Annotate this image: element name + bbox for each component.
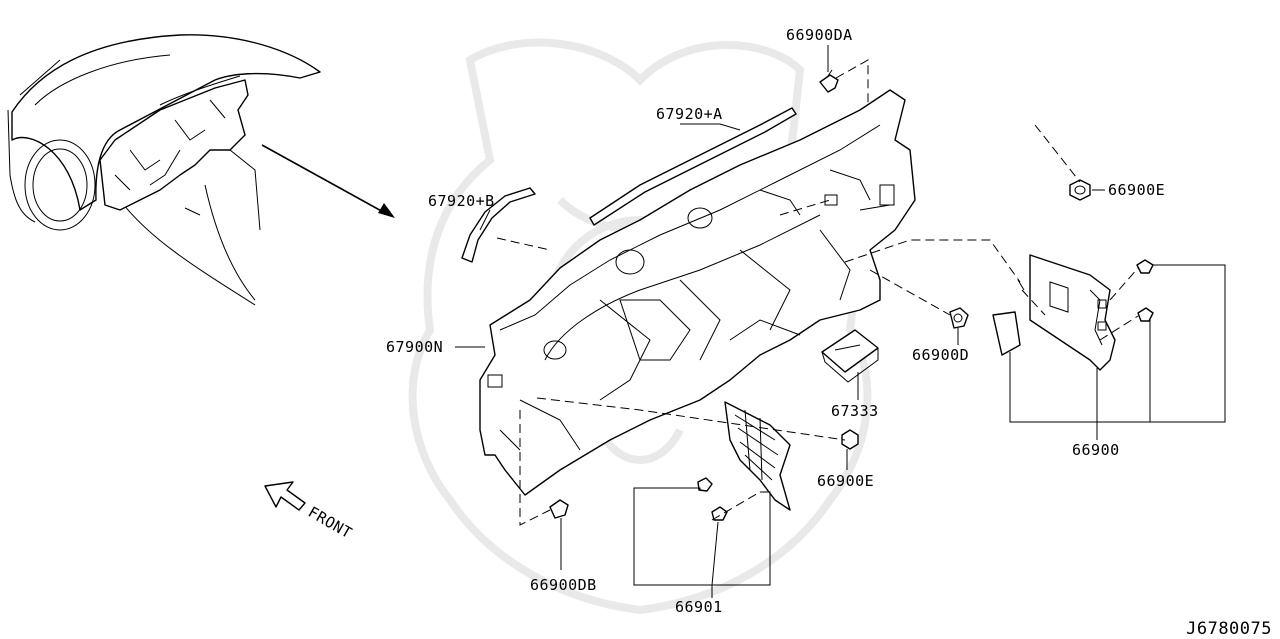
clip-66900D-icon [949, 307, 969, 329]
zoom-arrow [261, 144, 395, 218]
assembly-lines [496, 59, 1139, 526]
side-panel-66900 [992, 254, 1116, 371]
nut-66900E-bottom-icon [841, 429, 859, 450]
clip-66901-a-icon [697, 477, 713, 492]
seal-strip-67920B [461, 187, 536, 263]
label-67900N: 67900N [386, 338, 443, 356]
leader-lines [455, 45, 1226, 598]
label-66900E-top: 66900E [1108, 181, 1165, 199]
label-66901: 66901 [675, 598, 723, 616]
label-67920A: 67920+A [656, 105, 723, 123]
label-66900DA: 66900DA [786, 26, 853, 44]
front-label: FRONT [305, 503, 355, 542]
dash-insulator-67900N [479, 89, 916, 496]
label-67333: 67333 [831, 402, 879, 420]
clip-66901-b-icon [711, 506, 728, 521]
insulator-66901 [724, 401, 791, 511]
clip-66900-b-icon [1137, 307, 1154, 322]
front-arrow-icon [264, 481, 306, 511]
diagram-id: J6780075 [1186, 619, 1272, 639]
pad-67333 [821, 329, 879, 383]
label-66900E-bottom: 66900E [817, 472, 874, 490]
nut-66900E-top-icon [1069, 179, 1091, 201]
clip-66900DA-icon [819, 69, 839, 93]
label-67920B: 67920+B [428, 192, 495, 210]
seal-strip-67920A [589, 107, 797, 226]
label-66900DB: 66900DB [530, 576, 597, 594]
label-66900: 66900 [1072, 441, 1120, 459]
label-66900D: 66900D [912, 346, 969, 364]
car-silhouette [7, 34, 321, 306]
clip-66900DB-icon [549, 499, 569, 519]
clip-66900-a-icon [1136, 259, 1154, 274]
